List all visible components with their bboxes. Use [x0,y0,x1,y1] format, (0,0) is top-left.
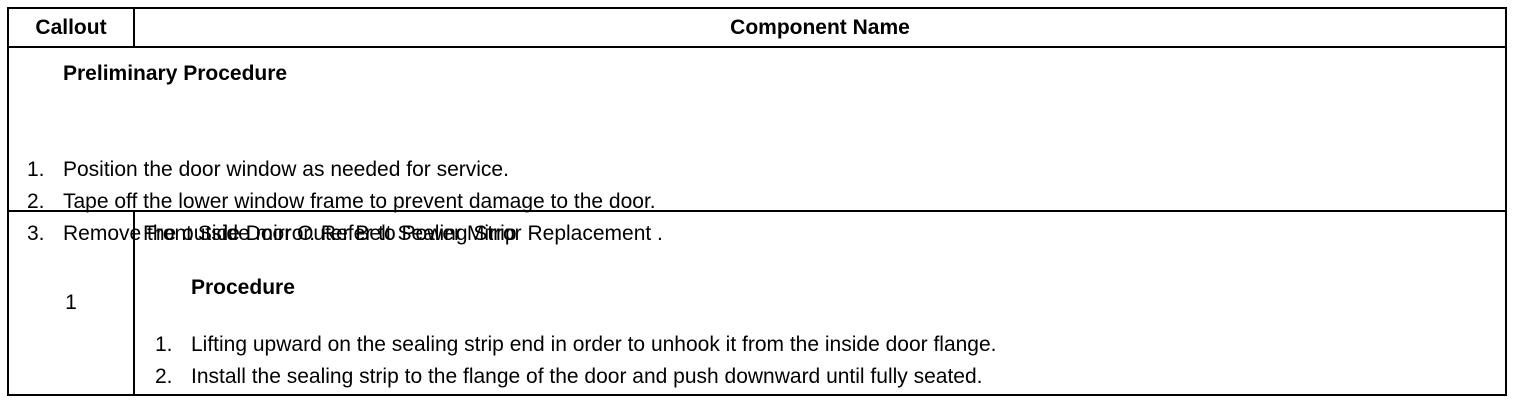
callout-header: Callout [7,7,135,48]
procedure-title: Procedure [191,276,295,299]
step-number: 1. [155,333,173,356]
step-number: 1. [27,158,45,181]
component-cell: Front Side Door Outer Belt Sealing Strip… [133,210,1507,396]
step-number: 3. [27,222,45,245]
procedure-table: Callout Component Name Preliminary Proce… [7,7,1507,396]
step-text: Install the sealing strip to the flange … [191,365,983,388]
procedure-steps: 1. Lifting upward on the sealing strip e… [155,329,997,393]
step-text: Position the door window as needed for s… [63,158,509,181]
table-header-row: Callout Component Name [7,7,1507,48]
list-item: 1. Lifting upward on the sealing strip e… [155,329,997,361]
list-item: 1. Position the door window as needed fo… [27,154,663,186]
table-row: 1 Front Side Door Outer Belt Sealing Str… [7,210,1507,396]
preliminary-title: Preliminary Procedure [63,62,288,85]
list-item: 2. Tape off the lower window frame to pr… [27,186,663,218]
component-name: Front Side Door Outer Belt Sealing Strip [143,222,517,245]
step-number: 2. [27,190,45,213]
step-number: 2. [155,365,173,388]
callout-number: 1 [7,210,135,396]
preliminary-row: Preliminary Procedure 1. Position the do… [7,46,1507,245]
step-text: Lifting upward on the sealing strip end … [191,333,997,356]
component-name-header: Component Name [133,7,1507,48]
step-text: Tape off the lower window frame to preve… [63,190,656,213]
list-item: 2. Install the sealing strip to the flan… [155,361,997,393]
preliminary-cell: Preliminary Procedure 1. Position the do… [7,46,1507,245]
